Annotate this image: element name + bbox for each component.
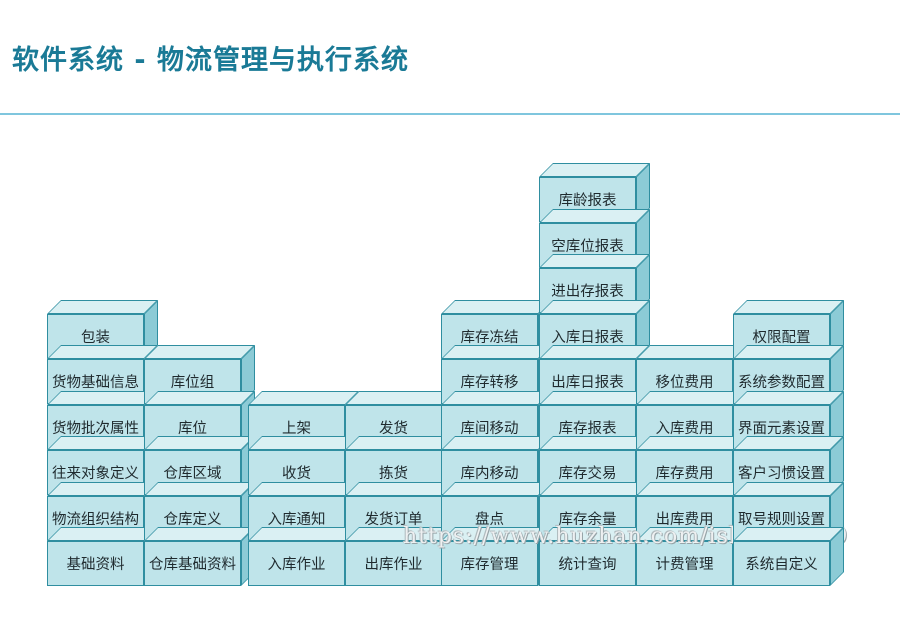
block-top-face: [144, 527, 255, 541]
module-block: 库间移动: [441, 390, 552, 450]
block-top-face: [47, 527, 158, 541]
block-top-face: [47, 299, 158, 314]
block-top-face: [47, 345, 158, 359]
block-top-face: [539, 299, 650, 314]
block-top-face: [539, 436, 650, 450]
module-block: 系统自定义: [733, 527, 844, 586]
block-top-face: [539, 390, 650, 405]
module-block: 基础资料: [47, 527, 158, 586]
module-block: 入库作业: [248, 527, 359, 586]
block-top-face: [441, 481, 552, 496]
block-top-face: [248, 436, 359, 450]
block-label: 库间移动: [441, 404, 538, 450]
block-top-face: [47, 481, 158, 496]
block-top-face: [144, 345, 255, 359]
module-block: 仓库基础资料: [144, 527, 255, 586]
block-top-face: [733, 527, 844, 541]
block-top-face: [733, 481, 844, 496]
block-top-face: [144, 436, 255, 450]
block-top-face: [636, 390, 747, 405]
block-top-face: [441, 345, 552, 359]
block-label: 基础资料: [47, 541, 144, 586]
block-top-face: [248, 481, 359, 496]
block-top-face: [636, 436, 747, 450]
block-top-face: [733, 299, 844, 314]
block-label: 计费管理: [636, 541, 733, 586]
block-label: 仓库基础资料: [144, 541, 241, 586]
module-block: 库存管理: [441, 527, 552, 586]
page-title: 软件系统 - 物流管理与执行系统: [12, 45, 410, 76]
block-top-face: [733, 390, 844, 405]
block-label: 统计查询: [539, 541, 636, 586]
block-top-face: [636, 345, 747, 359]
block-top-face: [539, 254, 650, 268]
block-top-face: [441, 390, 552, 405]
block-top-face: [248, 390, 359, 405]
block-top-face: [636, 481, 747, 496]
module-block: 出库作业: [345, 527, 456, 586]
block-label: 入库作业: [248, 541, 345, 586]
block-top-face: [441, 436, 552, 450]
block-top-face: [47, 390, 158, 405]
block-top-face: [345, 390, 456, 405]
block-label: 系统自定义: [733, 541, 830, 586]
block-top-face: [539, 345, 650, 359]
block-top-face: [539, 208, 650, 223]
block-top-face: [144, 390, 255, 405]
block-top-face: [47, 436, 158, 450]
block-top-face: [345, 481, 456, 496]
block-top-face: [345, 436, 456, 450]
block-top-face: [733, 436, 844, 450]
block-top-face: [441, 299, 552, 314]
module-block: 统计查询: [539, 527, 650, 586]
block-top-face: [733, 345, 844, 359]
block-top-face: [144, 481, 255, 496]
module-block: 计费管理: [636, 527, 747, 586]
block-label: 出库作业: [345, 541, 442, 586]
title-divider: [0, 113, 900, 115]
block-top-face: [539, 163, 650, 177]
block-top-face: [539, 481, 650, 496]
block-label: 库存管理: [441, 541, 538, 586]
block-top-face: [248, 527, 359, 541]
